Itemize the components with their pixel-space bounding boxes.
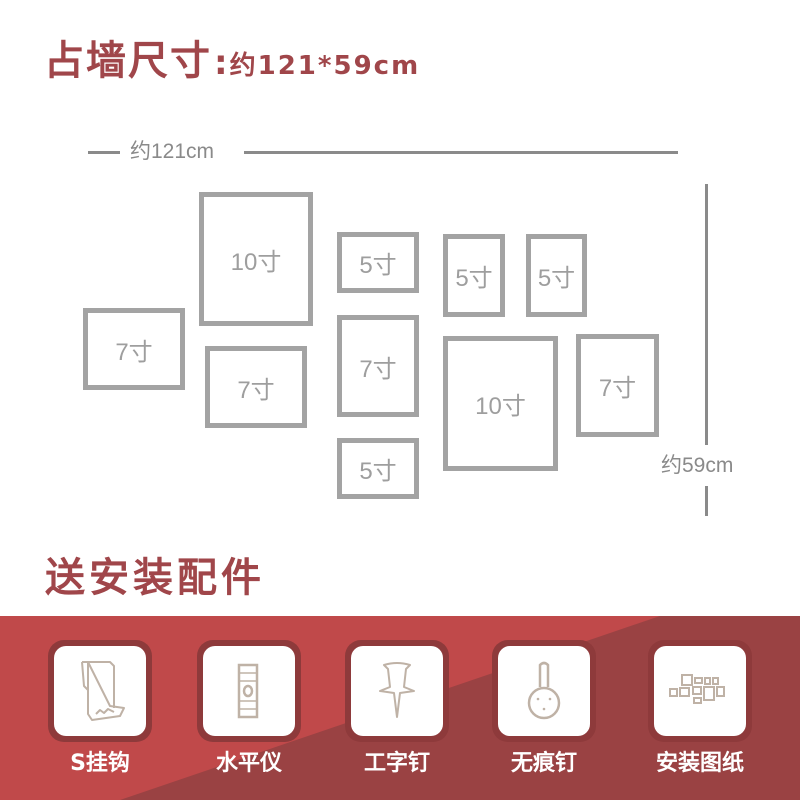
frame-size-label: 5寸 [455, 265, 493, 292]
frame-size-label: 7寸 [598, 375, 637, 402]
accessory-label: 安装图纸 [655, 751, 744, 776]
width-dimension-label: 约121cm [130, 140, 215, 163]
frame-5inch: 5寸 [443, 234, 505, 317]
wall-size-value: 约121*59cm [229, 51, 421, 81]
frame-size-label: 10寸 [475, 393, 526, 420]
frame-size-label: 7寸 [359, 355, 397, 383]
frame-5inch: 5寸 [337, 232, 419, 293]
width-dimension-line-right [244, 151, 678, 154]
frame-size-label: 5寸 [359, 458, 397, 485]
accessory-label: 水平仪 [215, 751, 282, 776]
frame-5inch: 5寸 [526, 234, 587, 317]
frame-size-label: 5寸 [537, 265, 576, 292]
frame-10inch: 10寸 [443, 336, 558, 471]
accessory-card-pushpin [345, 640, 449, 742]
accessory-card-spirit-level [197, 640, 301, 742]
frame-size-label: 7寸 [237, 376, 275, 404]
frame-7inch: 7寸 [337, 315, 419, 417]
accessory-label: 无痕钉 [510, 751, 577, 776]
accessory-label: 工字钉 [363, 751, 430, 776]
traceless-nail-icon [527, 661, 561, 720]
title-separator: : [214, 43, 228, 83]
frame-7inch: 7寸 [83, 308, 185, 390]
wall-size-heading: 占墙尺寸 : 约121*59cm [44, 28, 420, 84]
accessory-card-s-hook [48, 640, 152, 742]
diagonal-background [120, 616, 800, 800]
frame-size-label: 10寸 [230, 248, 282, 276]
height-dimension-line-bottom [705, 486, 708, 516]
spirit-level-icon [237, 663, 259, 719]
layout-template-icon [669, 674, 725, 704]
height-dimension-label: 约59cm [661, 454, 734, 477]
s-hook-icon [81, 661, 125, 721]
frame-size-label: 7寸 [115, 338, 153, 366]
accessories-band: S挂钩 水平仪 工字钉 [0, 616, 800, 800]
frame-7inch: 7寸 [576, 334, 659, 437]
accessory-card-traceless-nail [492, 640, 596, 742]
accessory-label: S挂钩 [70, 751, 130, 776]
frame-7inch: 7寸 [205, 346, 307, 428]
accessory-card-layout-template [648, 640, 752, 742]
width-dimension-line-left [88, 151, 120, 154]
frame-10inch: 10寸 [199, 192, 313, 326]
accessories-heading: 送安装配件 [45, 555, 265, 601]
wall-size-title: 占墙尺寸 [44, 38, 212, 84]
height-dimension-line-top [705, 184, 708, 445]
pushpin-icon [379, 662, 415, 718]
frame-size-label: 5寸 [359, 252, 397, 279]
frame-5inch: 5寸 [337, 438, 419, 499]
